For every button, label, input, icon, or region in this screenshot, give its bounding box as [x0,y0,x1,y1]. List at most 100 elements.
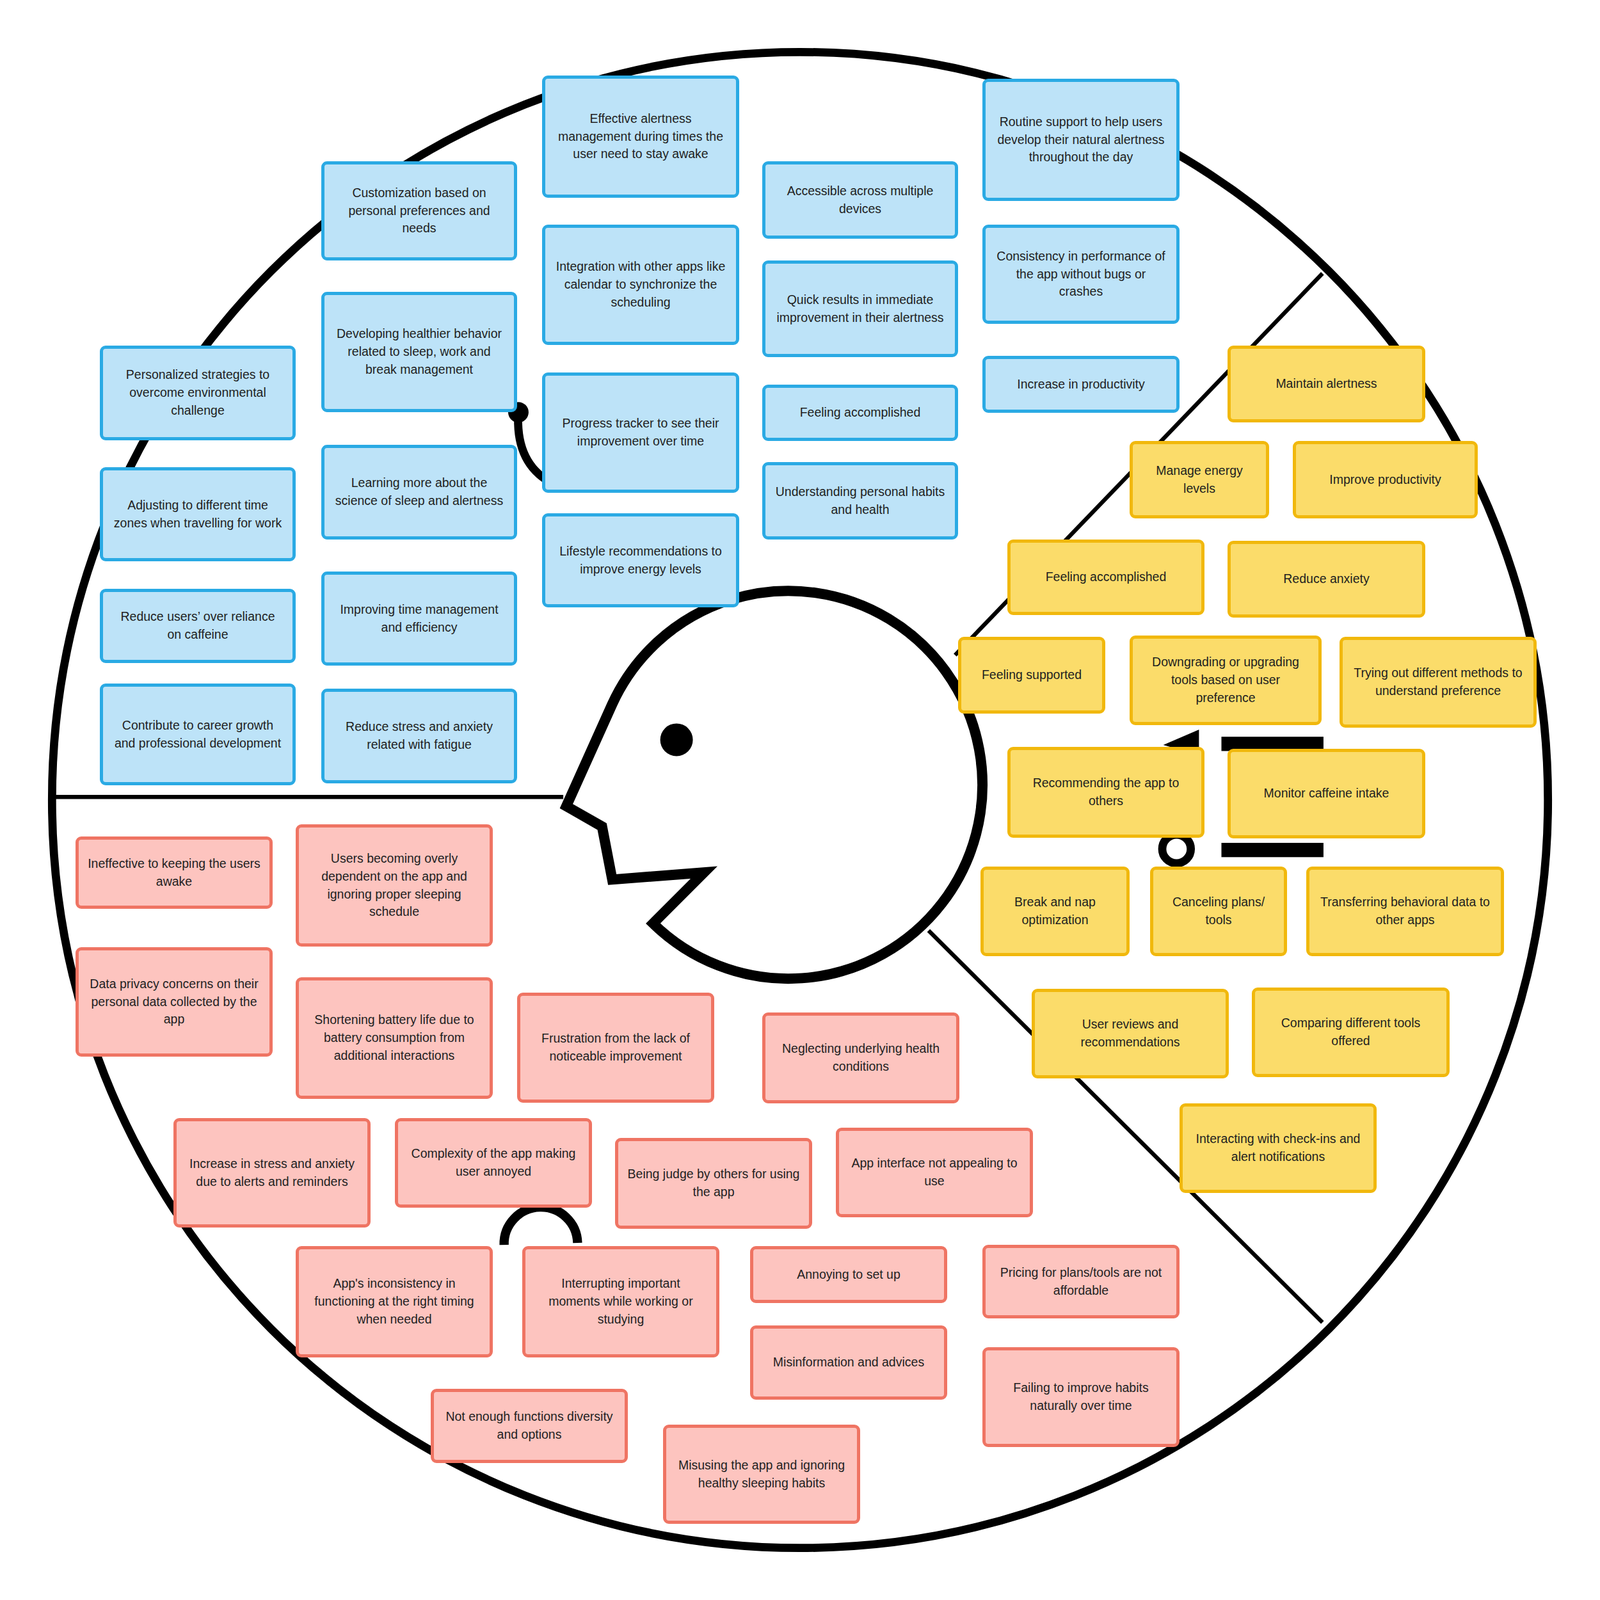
note-text: Contribute to career growth and professi… [112,716,284,752]
job-note: Feeling accomplished [1007,539,1205,616]
note-text: Learning more about the science of sleep… [333,474,505,510]
note-text: Feeling supported [981,666,1082,685]
job-note: Comparing different tools offered [1251,987,1450,1078]
gain-note: Integration with other apps like calenda… [542,224,740,345]
gain-note: Learning more about the science of sleep… [321,444,518,540]
note-text: Ineffective to keeping the users awake [87,855,261,891]
note-text: Neglecting underlying health conditions [774,1040,948,1076]
pain-note: Failing to improve habits naturally over… [982,1347,1180,1448]
note-text: Understanding personal habits and health [774,483,946,519]
note-text: Reduce stress and anxiety related with f… [333,718,505,754]
pain-note: Being judge by others for using the app [615,1137,813,1229]
job-note: Break and nap optimization [980,866,1130,957]
note-text: Increase in stress and anxiety due to al… [185,1155,359,1191]
gain-note: Customization based on personal preferen… [321,161,518,261]
note-text: Trying out different methods to understa… [1351,664,1525,700]
note-text: Personalized strategies to overcome envi… [112,366,284,420]
pain-note: Misinformation and advices [750,1325,948,1400]
pain-note: Complexity of the app making user annoye… [394,1118,592,1208]
gain-note: Reduce users’ over reliance on caffeine [99,588,296,664]
note-text: Break and nap optimization [992,893,1118,929]
pain-note: Ineffective to keeping the users awake [75,836,273,909]
gain-note: Quick results in immediate improvement i… [762,260,959,358]
pain-note: Pricing for plans/tools are not affordab… [982,1244,1180,1319]
job-note: Feeling supported [958,636,1106,714]
job-note: Trying out different methods to understa… [1339,636,1537,728]
note-text: Complexity of the app making user annoye… [407,1144,580,1181]
pain-note: Not enough functions diversity and optio… [430,1388,628,1464]
job-note: Improve productivity [1292,440,1478,519]
note-text: Annoying to set up [796,1265,901,1284]
gain-note: Adjusting to different time zones when t… [99,467,296,562]
note-text: Misinformation and advices [773,1353,925,1372]
pain-note: Shortening battery life due to battery c… [295,977,493,1099]
note-text: Lifestyle recommendations to improve ene… [554,542,728,578]
note-text: Consistency in performance of the app wi… [994,247,1168,301]
note-text: Misusing the app and ignoring healthy sl… [675,1456,848,1492]
note-text: App's inconsistency in functioning at th… [307,1274,481,1328]
gain-note: Developing healthier behavior related to… [321,291,518,413]
pain-note: Frustration from the lack of noticeable … [517,992,715,1103]
job-note: User reviews and recommendations [1031,988,1229,1079]
pain-note: Users becoming overly dependent on the a… [295,824,493,947]
note-text: Interacting with check-ins and alert not… [1191,1130,1365,1166]
note-text: Quick results in immediate improvement i… [774,291,946,327]
note-text: Being judge by others for using the app [627,1165,800,1201]
pain-note: Misusing the app and ignoring healthy sl… [663,1424,861,1524]
note-text: Integration with other apps like calenda… [554,257,728,312]
note-text: Failing to improve habits naturally over… [994,1379,1168,1415]
note-text: Users becoming overly dependent on the a… [307,849,481,921]
pain-note: Interrupting important moments while wor… [522,1246,720,1358]
note-text: Downgrading or upgrading tools based on … [1141,653,1310,707]
job-note: Interacting with check-ins and alert not… [1179,1103,1377,1193]
note-text: App interface not appealing to use [848,1154,1021,1190]
job-note: Canceling plans/ tools [1150,866,1288,957]
gain-note: Routine support to help users develop th… [982,78,1180,201]
gain-note: Reduce stress and anxiety related with f… [321,688,518,784]
note-text: Feeling accomplished [1045,568,1167,587]
note-text: Feeling accomplished [800,403,921,422]
job-note: Maintain alertness [1227,345,1426,423]
gain-note: Effective alertness management during ti… [542,75,740,198]
gain-note: Lifestyle recommendations to improve ene… [542,513,740,608]
note-text: Reduce users’ over reliance on caffeine [112,608,284,644]
note-text: Pricing for plans/tools are not affordab… [994,1264,1168,1300]
note-text: Not enough functions diversity and optio… [442,1408,616,1444]
gain-note: Progress tracker to see their improvemen… [542,372,740,493]
note-text: User reviews and recommendations [1043,1015,1217,1051]
gain-note: Increase in productivity [982,355,1180,413]
note-text: Data privacy concerns on their personal … [87,975,261,1029]
pain-note: App's inconsistency in functioning at th… [295,1246,493,1358]
job-note: Monitor caffeine intake [1227,748,1426,839]
note-text: Developing healthier behavior related to… [333,325,505,379]
note-text: Canceling plans/ tools [1162,893,1275,929]
note-text: Improving time management and efficiency [333,600,505,637]
note-text: Maintain alertness [1275,375,1377,393]
gain-note: Personalized strategies to overcome envi… [99,345,296,441]
note-text: Frustration from the lack of noticeable … [529,1029,703,1065]
note-text: Transferring behavioral data to other ap… [1318,893,1492,929]
note-text: Monitor caffeine intake [1264,784,1390,803]
note-text: Increase in productivity [1016,375,1145,394]
pain-note: App interface not appealing to use [835,1127,1033,1218]
note-text: Customization based on personal preferen… [333,184,505,238]
note-text: Routine support to help users develop th… [994,113,1168,167]
note-text: Effective alertness management during ti… [554,110,728,164]
pain-note: Data privacy concerns on their personal … [75,947,273,1057]
job-note: Recommending the app to others [1007,746,1205,838]
gain-note: Consistency in performance of the app wi… [982,224,1180,324]
gain-note: Accessible across multiple devices [762,161,959,239]
pain-note: Increase in stress and anxiety due to al… [173,1118,371,1228]
note-text: Reduce anxiety [1283,570,1369,589]
gain-note: Contribute to career growth and professi… [99,683,296,786]
pain-note: Neglecting underlying health conditions [762,1012,960,1104]
note-text: Progress tracker to see their improvemen… [554,414,728,450]
note-text: Comparing different tools offered [1264,1014,1438,1050]
note-text: Shortening battery life due to battery c… [307,1011,481,1065]
note-text: Adjusting to different time zones when t… [112,496,284,532]
gain-note: Improving time management and efficiency [321,571,518,666]
job-note: Reduce anxiety [1227,540,1426,618]
gain-note: Feeling accomplished [762,384,959,441]
job-note: Manage energy levels [1129,440,1270,519]
job-note: Transferring behavioral data to other ap… [1306,866,1504,957]
